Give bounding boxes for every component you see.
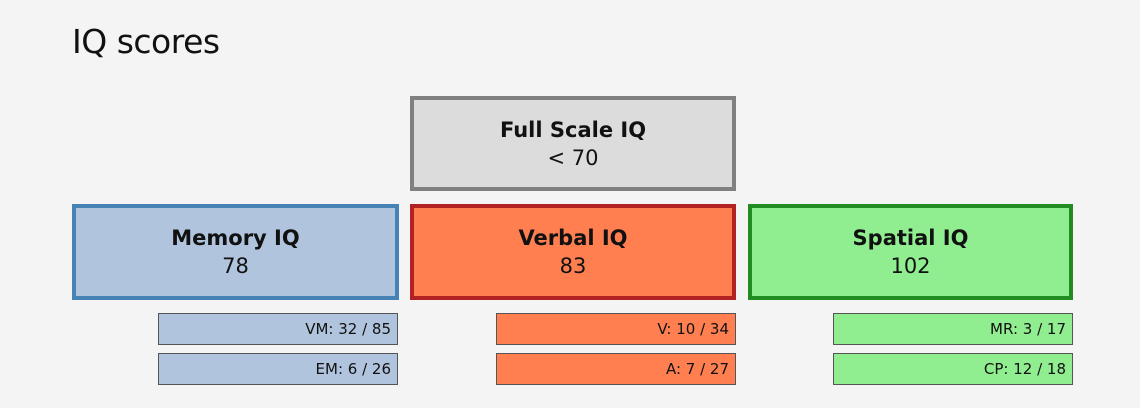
memory-iq-value: 78 — [222, 254, 249, 278]
subtest-vm: VM: 32 / 85 — [158, 313, 398, 345]
subtest-mr: MR: 3 / 17 — [833, 313, 1073, 345]
spatial-iq-box: Spatial IQ 102 — [748, 204, 1073, 300]
spatial-iq-label: Spatial IQ — [852, 226, 969, 250]
verbal-iq-label: Verbal IQ — [518, 226, 628, 250]
subtest-cp: CP: 12 / 18 — [833, 353, 1073, 385]
page-title: IQ scores — [72, 22, 220, 61]
subtest-em: EM: 6 / 26 — [158, 353, 398, 385]
full-scale-iq-value: < 70 — [547, 145, 599, 170]
memory-iq-label: Memory IQ — [171, 226, 300, 250]
full-scale-iq-box: Full Scale IQ < 70 — [410, 96, 736, 191]
verbal-iq-value: 83 — [559, 254, 587, 278]
verbal-iq-box: Verbal IQ 83 — [410, 204, 736, 300]
subtest-a: A: 7 / 27 — [496, 353, 736, 385]
memory-iq-box: Memory IQ 78 — [72, 204, 399, 300]
spatial-iq-value: 102 — [890, 254, 931, 278]
full-scale-iq-label: Full Scale IQ — [499, 117, 647, 142]
subtest-v: V: 10 / 34 — [496, 313, 736, 345]
